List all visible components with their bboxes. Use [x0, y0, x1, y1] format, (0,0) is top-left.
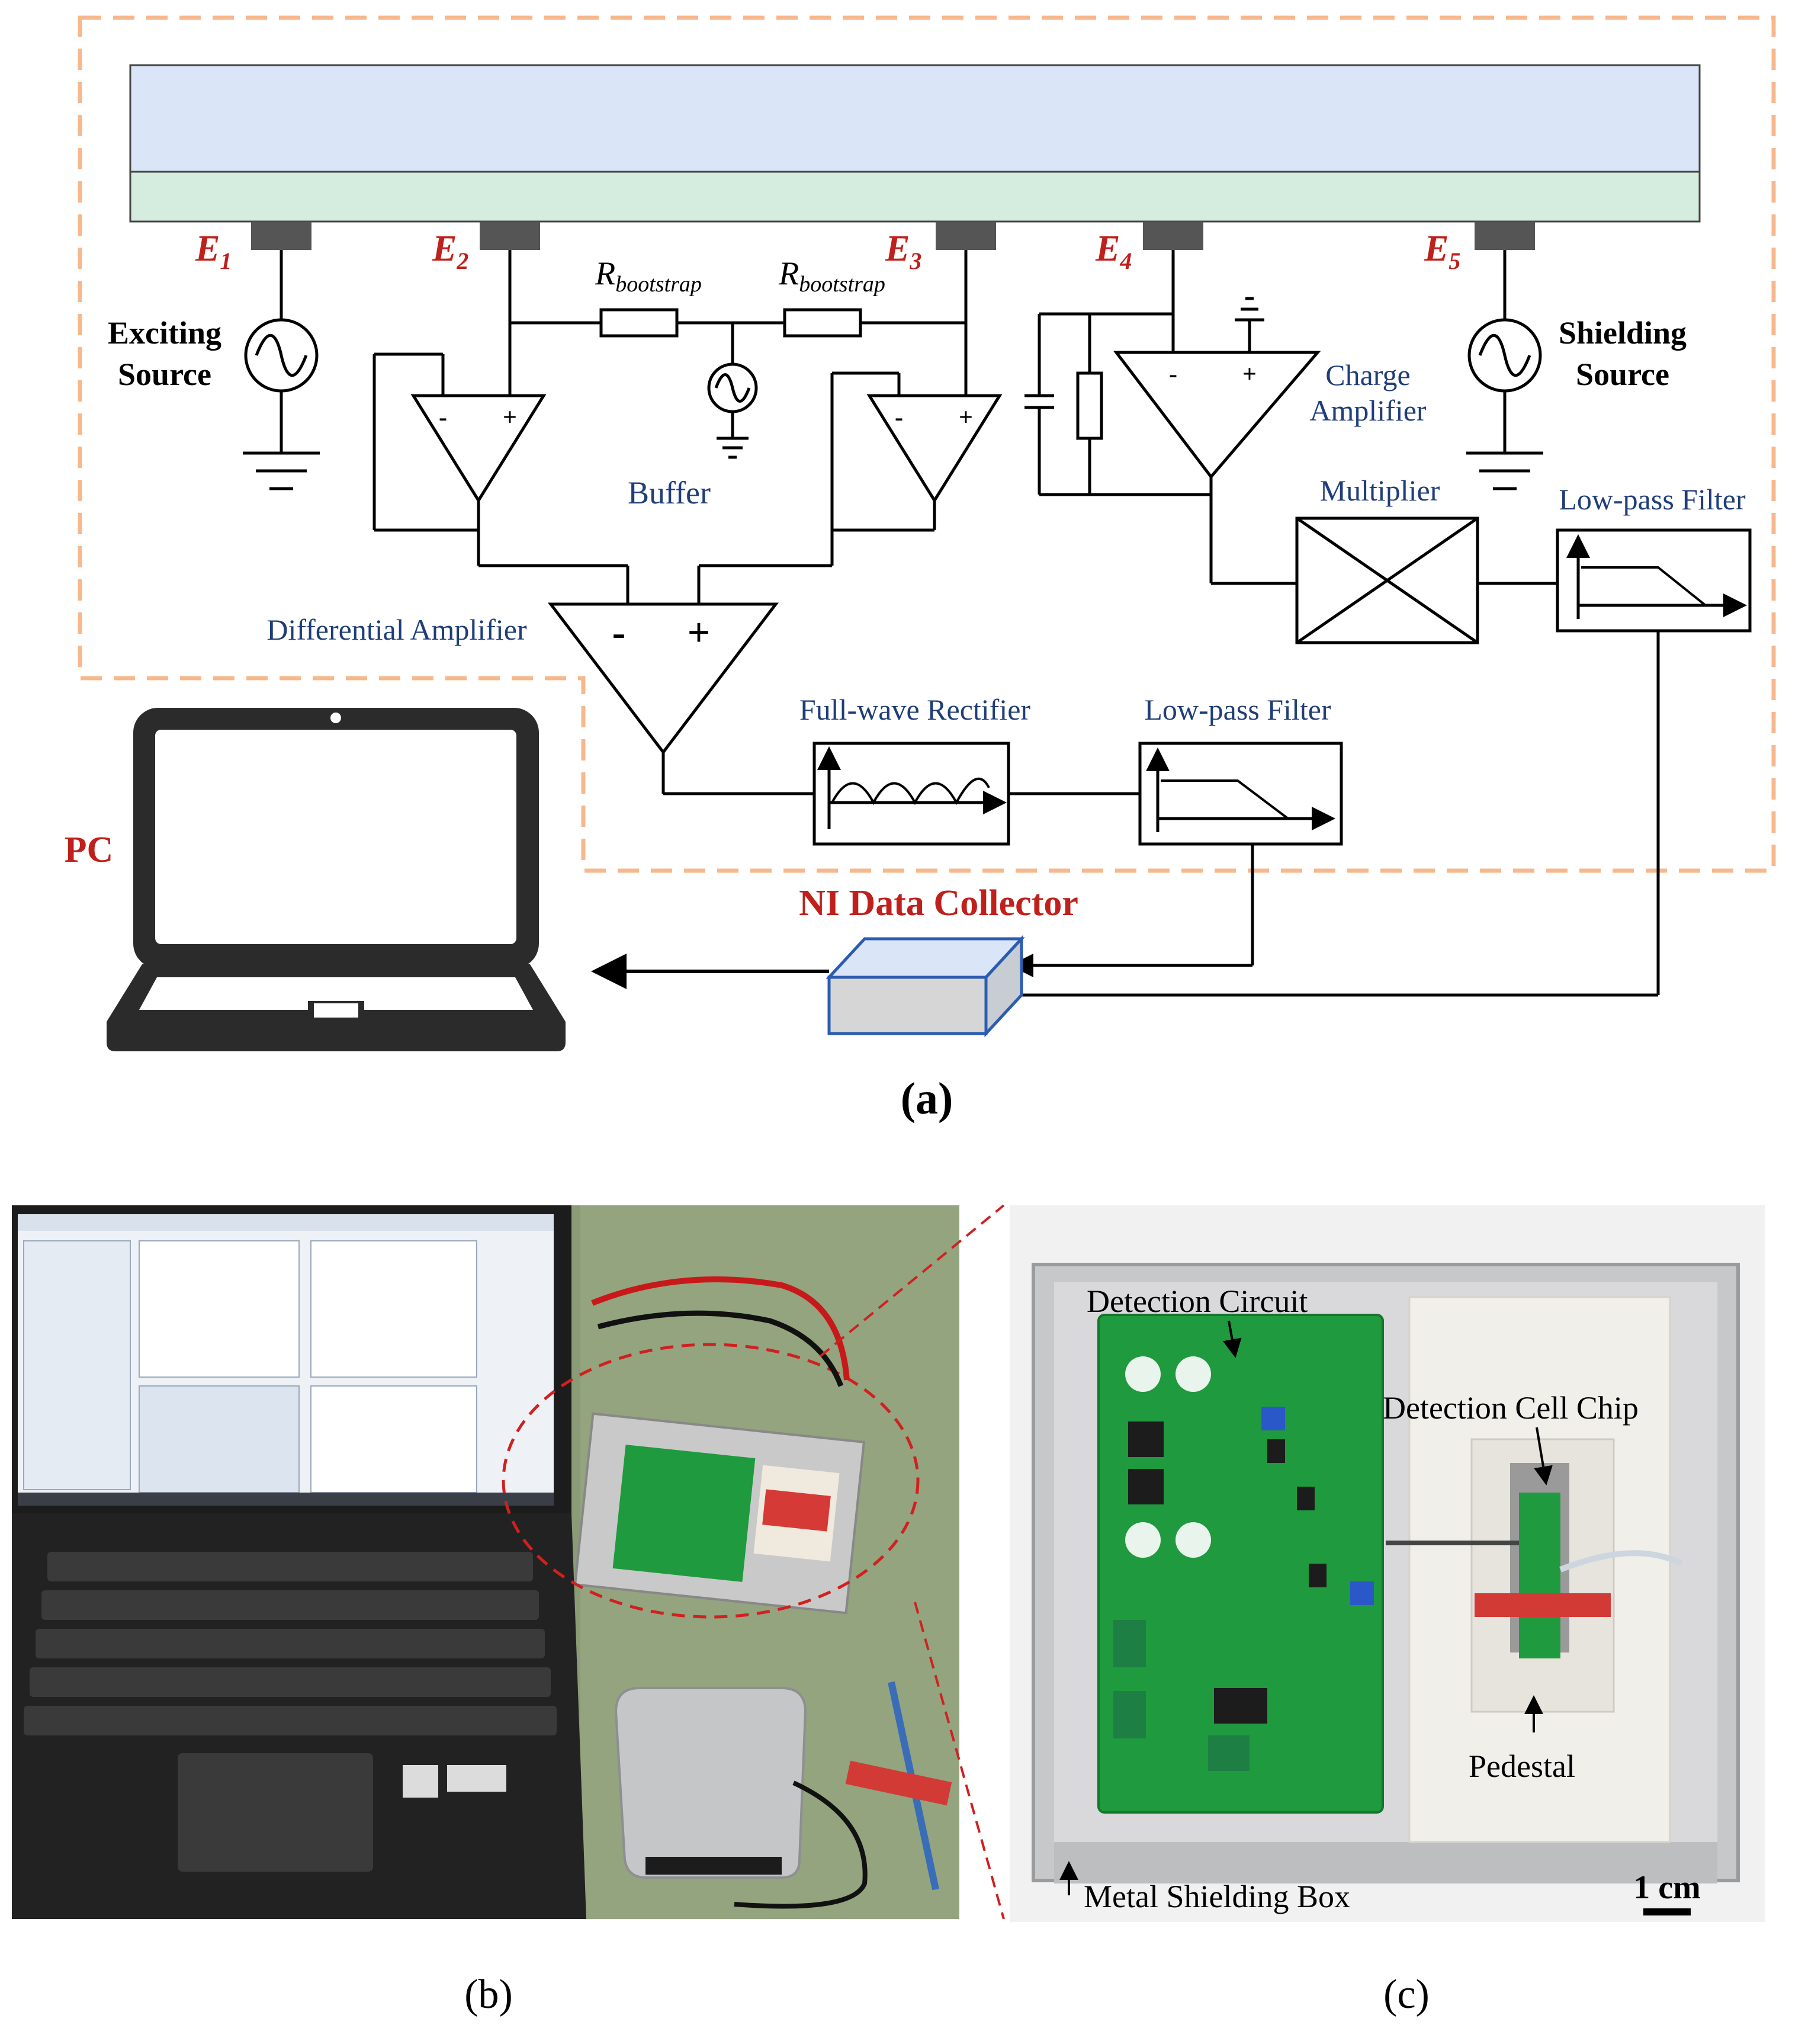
low-pass-filter-2-block [1010, 742, 1343, 977]
electrode-e1 [251, 222, 311, 250]
highlight-ellipse [502, 1343, 920, 1619]
ni-device-in-photo [614, 1687, 807, 1879]
electrode-e3 [936, 222, 996, 250]
keyboard-keys [24, 1552, 557, 1872]
ni-data-collector-label: NI Data Collector [799, 883, 1078, 923]
bootstrap-network [508, 250, 968, 459]
detection-circuit-label: Detection Circuit [1087, 1283, 1308, 1319]
chargeamp-minus: - [1169, 361, 1177, 388]
differential-amplifier-label: Differential Amplifier [266, 613, 527, 646]
detection-cell-chip-label: Detection Cell Chip [1383, 1390, 1639, 1426]
buffer1-plus: + [503, 404, 517, 431]
shielding-source-label-1: Shielding [1559, 315, 1687, 351]
panel-b-photo: (b) [12, 1205, 959, 2017]
panel-a: E1 E2 E3 E4 E5 Exciting Source [65, 15, 1776, 1124]
r-bootstrap-label-1: Rbootstrap [595, 255, 702, 297]
multiplier-label: Multiplier [1320, 474, 1440, 507]
low-pass-filter-2-label: Low-pass Filter [1144, 693, 1331, 726]
label-e1: E1 [195, 229, 232, 274]
full-wave-rectifier-block [812, 742, 1140, 846]
buffer1-minus: - [439, 404, 447, 431]
electrode-e2 [480, 222, 540, 250]
label-e2: E2 [432, 229, 468, 274]
r-bootstrap-label-2: Rbootstrap [778, 255, 885, 297]
buffer2-minus: - [895, 404, 903, 431]
buffer-label: Buffer [628, 475, 711, 511]
exciting-source-label-1: Exciting [108, 315, 221, 351]
label-e5: E5 [1424, 229, 1460, 274]
zoom-line-top [819, 1204, 1005, 1358]
metal-shielding-box-label: Metal Shielding Box [1084, 1879, 1350, 1914]
pedestal-label: Pedestal [1469, 1748, 1575, 1784]
caption-a: (a) [901, 1074, 953, 1124]
full-wave-rectifier-label: Full-wave Rectifier [799, 693, 1030, 726]
diffamp-plus: + [688, 609, 711, 654]
panel-c-photo: Detection Circuit Detection Cell Chip Pe… [1010, 1205, 1765, 2017]
electrodes [251, 222, 1535, 250]
label-e4: E4 [1095, 229, 1132, 274]
zoom-line-bottom [914, 1602, 1005, 1920]
shielding-source [1466, 250, 1543, 490]
multiplier-block [1295, 516, 1557, 644]
chargeamp-plus: + [1242, 361, 1257, 388]
feedback-resistor [1076, 371, 1103, 440]
buffer-opamp-1 [372, 352, 629, 604]
exciting-source-label-2: Source [118, 357, 211, 392]
shielding-source-label-2: Source [1576, 357, 1669, 392]
buffer-opamp-2 [697, 371, 1003, 604]
resistor-bootstrap-1 [599, 308, 679, 338]
ni-data-collector [826, 935, 1025, 1038]
low-pass-filter-1-label: Low-pass Filter [1559, 483, 1746, 516]
label-e3: E3 [885, 229, 921, 274]
detection-circuit-board [1097, 1314, 1384, 1814]
diffamp-minus: - [612, 609, 626, 654]
pc-laptop-icon [107, 708, 566, 1051]
electrode-e5 [1475, 222, 1535, 250]
differential-amplifier [547, 602, 814, 795]
caption-c: (c) [1383, 1972, 1430, 2017]
buffer2-plus: + [959, 404, 973, 431]
channel-bottom-layer [129, 171, 1701, 223]
charge-amplifier-label-2: Amplifier [1309, 394, 1427, 427]
channel-top-layer [129, 64, 1701, 173]
pc-label: PC [65, 830, 114, 870]
caption-b: (b) [464, 1972, 513, 2017]
electrode-e4 [1143, 222, 1203, 250]
exciting-source [243, 250, 320, 490]
scale-bar-label: 1 cm [1633, 1869, 1701, 1906]
low-pass-filter-1-block [980, 528, 1752, 1007]
charge-amplifier-label-1: Charge [1325, 358, 1410, 392]
scale-bar [1643, 1908, 1691, 1915]
detection-cell-chip [1519, 1493, 1560, 1658]
resistor-bootstrap-2 [783, 308, 862, 338]
charge-amplifier [1024, 250, 1321, 585]
dashed-boundary [78, 15, 1776, 873]
